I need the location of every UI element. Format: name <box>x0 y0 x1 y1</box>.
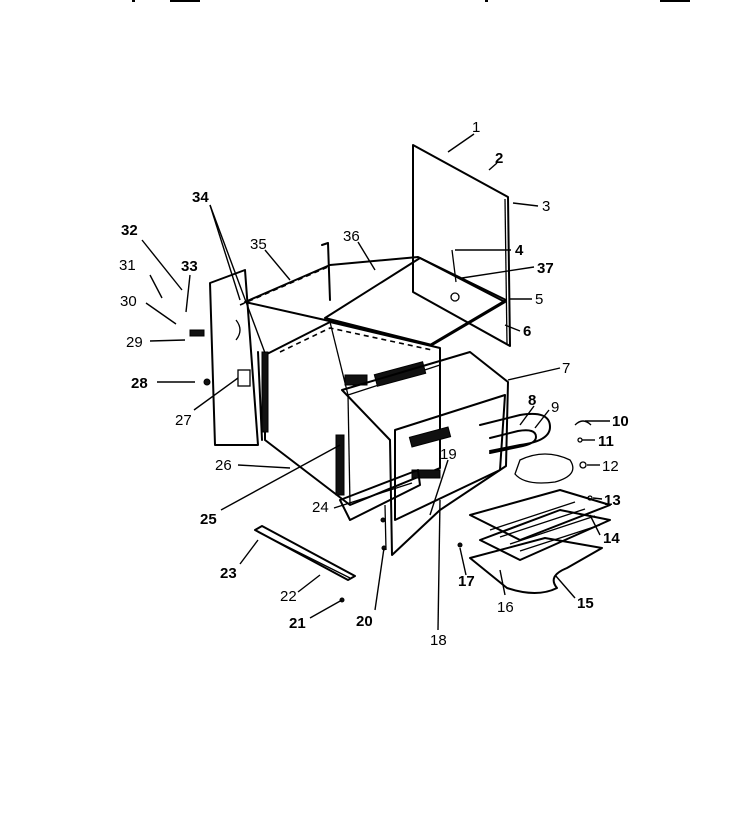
callout-25: 25 <box>200 511 217 528</box>
callout-31: 31 <box>119 257 136 274</box>
screws <box>339 517 463 603</box>
callout-3: 3 <box>542 198 550 215</box>
callout-36: 36 <box>343 228 360 245</box>
callout-30: 30 <box>120 293 137 310</box>
callout-29: 29 <box>126 334 143 351</box>
callout-4: 4 <box>515 242 524 259</box>
callout-28: 28 <box>131 375 148 392</box>
leader-lines <box>141 133 610 631</box>
callout-32: 32 <box>121 222 138 239</box>
hardware-bits <box>514 420 593 501</box>
bottom-rail <box>254 525 356 581</box>
callout-19: 19 <box>440 446 457 463</box>
callout-9: 9 <box>551 399 559 416</box>
left-side-panel <box>189 269 259 446</box>
callout-10: 10 <box>612 413 629 430</box>
callout-13: 13 <box>604 492 621 509</box>
cavity-top-panel <box>324 249 506 346</box>
bake-element <box>479 412 551 454</box>
callout-7: 7 <box>562 360 570 377</box>
callout-14: 14 <box>603 530 620 547</box>
callout-12: 12 <box>602 458 619 475</box>
scan-artifacts <box>132 0 690 2</box>
callout-35: 35 <box>250 236 267 253</box>
callout-6: 6 <box>523 323 531 340</box>
callout-16: 16 <box>497 599 514 616</box>
front-frame <box>341 351 509 556</box>
callout-26: 26 <box>215 457 232 474</box>
callout-18: 18 <box>430 632 447 649</box>
lower-trim <box>339 469 421 551</box>
callout-24: 24 <box>312 499 329 516</box>
callout-11: 11 <box>598 433 614 450</box>
callout-22: 22 <box>280 588 297 605</box>
callout-8: 8 <box>528 392 536 409</box>
callout-33: 33 <box>181 258 198 275</box>
callout-23: 23 <box>220 565 237 582</box>
callout-34: 34 <box>192 189 209 206</box>
callout-21: 21 <box>289 615 306 632</box>
top-cover-panel <box>239 242 507 346</box>
oven-racks <box>469 489 611 561</box>
broil-pan <box>469 537 603 594</box>
back-panel <box>412 144 511 347</box>
callout-1: 1 <box>472 119 480 136</box>
callout-20: 20 <box>356 613 373 630</box>
callout-27: 27 <box>175 412 192 429</box>
callout-2: 2 <box>495 150 503 167</box>
callout-17: 17 <box>458 573 475 590</box>
callout-37: 37 <box>537 260 554 277</box>
callout-labels: 1 2 3 4 5 6 7 8 9 10 11 12 13 14 15 16 1… <box>119 119 629 649</box>
callout-5: 5 <box>535 291 543 308</box>
callout-15: 15 <box>577 595 594 612</box>
